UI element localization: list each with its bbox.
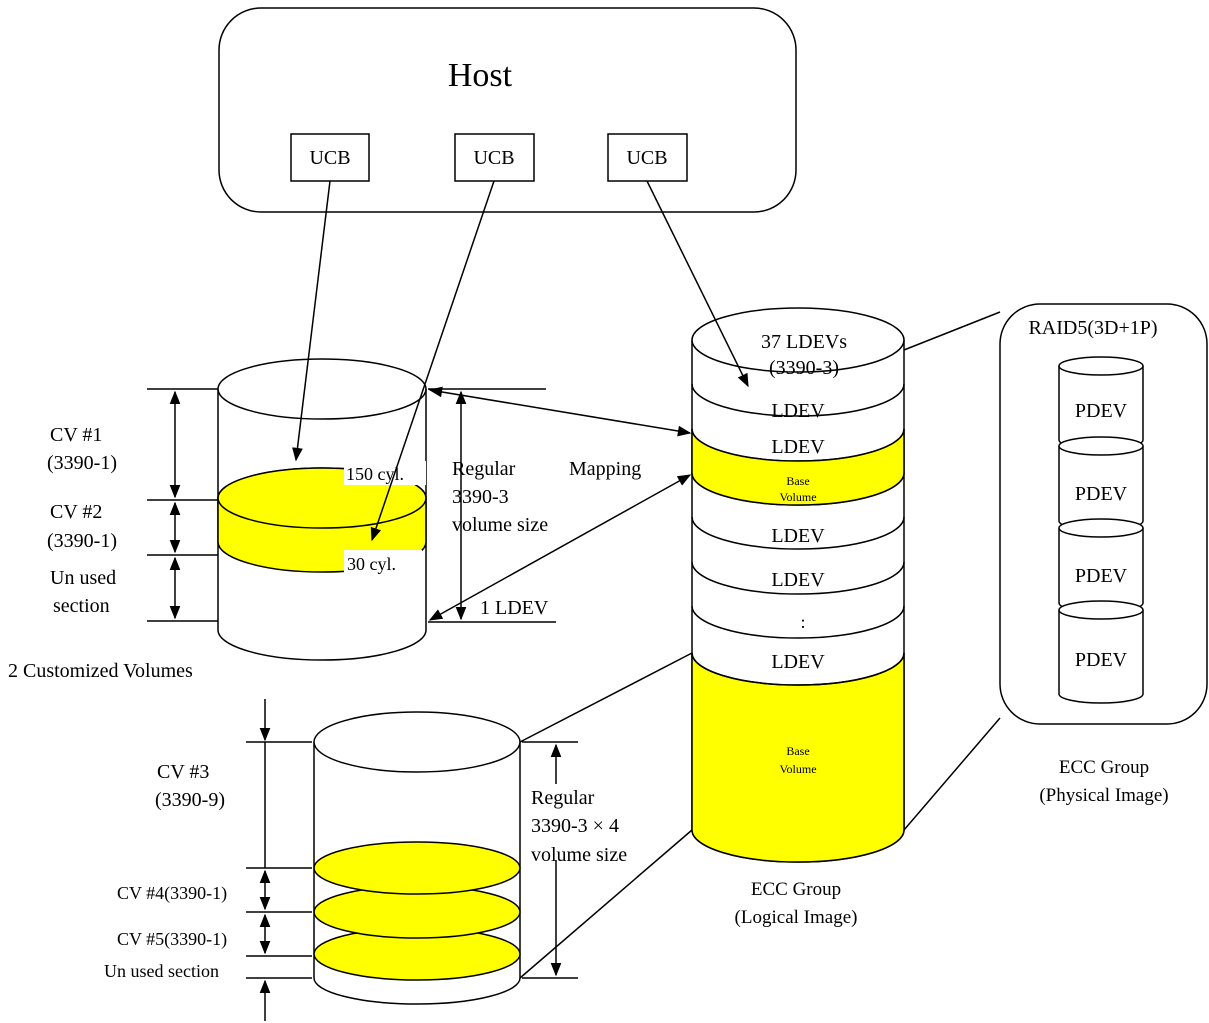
raid-label: RAID5(3D+1P) bbox=[1028, 317, 1157, 339]
ucb-label-3: UCB bbox=[626, 147, 667, 169]
label-150-cyl: 150 cyl. bbox=[346, 464, 404, 484]
label-one-ldev: 1 LDEV bbox=[480, 597, 549, 619]
label-regular-1: Regular bbox=[452, 458, 516, 480]
label-unused-2: section bbox=[53, 595, 110, 617]
label-customized-volumes: 2 Customized Volumes bbox=[8, 660, 193, 682]
pdev-label-1: PDEV bbox=[1075, 400, 1128, 422]
label-regular-3: volume size bbox=[452, 514, 548, 536]
ecc-ldev-5: LDEV bbox=[771, 651, 825, 673]
label-regular-2: 3390-3 bbox=[452, 486, 509, 508]
label-bottom-regular-3: volume size bbox=[531, 844, 627, 866]
label-bottom-unused: Un used section bbox=[104, 961, 219, 981]
ucb-box-1: UCB bbox=[290, 133, 370, 182]
connector-lines bbox=[292, 180, 1001, 979]
top-cylinder: 150 cyl. 30 cyl. bbox=[217, 358, 427, 661]
ecc-base-large-2: Volume bbox=[779, 762, 816, 776]
host-label: Host bbox=[448, 57, 513, 94]
label-cv3-type: (3390-9) bbox=[155, 789, 225, 811]
ecc-ldev-4: LDEV bbox=[771, 569, 825, 591]
label-cv1: CV #1 bbox=[50, 424, 102, 446]
pdev-label-4: PDEV bbox=[1075, 649, 1128, 671]
ecc-ldev-3: LDEV bbox=[771, 525, 825, 547]
ucb-box-2: UCB bbox=[454, 133, 535, 182]
ucb-label-2: UCB bbox=[473, 147, 514, 169]
host-box: Host UCB UCB UCB bbox=[218, 7, 797, 213]
ecc-logical-cylinder bbox=[691, 307, 905, 863]
ecc-ldev-2: LDEV bbox=[771, 436, 825, 458]
label-unused-1: Un used bbox=[50, 567, 116, 589]
ecc-top-label-2: (3390-3) bbox=[769, 357, 839, 379]
pdev-disk-4 bbox=[1058, 600, 1144, 704]
ecc-base-small-1: Base bbox=[786, 474, 809, 488]
label-cv2: CV #2 bbox=[50, 501, 102, 523]
label-cv5: CV #5(3390-1) bbox=[117, 929, 227, 950]
label-cv3: CV #3 bbox=[157, 761, 209, 783]
ecc-logical-caption-1: ECC Group bbox=[751, 879, 841, 900]
pdev-label-2: PDEV bbox=[1075, 483, 1128, 505]
ecc-top-label-1: 37 LDEVs bbox=[761, 331, 847, 353]
ecc-base-large-1: Base bbox=[786, 744, 809, 758]
label-30-cyl: 30 cyl. bbox=[347, 554, 396, 574]
ecc-logical-caption-2: (Logical Image) bbox=[735, 907, 858, 928]
raid-box: RAID5(3D+1P) PDEV PDEV PDEV PDEV bbox=[999, 303, 1208, 725]
top-cylinder-left-dimensions bbox=[147, 388, 218, 622]
label-mapping: Mapping bbox=[569, 458, 641, 480]
pdev-stack bbox=[1058, 356, 1144, 704]
bottom-cylinder bbox=[313, 711, 521, 1005]
label-cv1-type: (3390-1) bbox=[47, 452, 117, 474]
ucb-label-1: UCB bbox=[309, 147, 350, 169]
ecc-ldev-1: LDEV bbox=[771, 400, 825, 422]
label-cv4: CV #4(3390-1) bbox=[117, 883, 227, 904]
ecc-base-small-2: Volume bbox=[779, 490, 816, 504]
ucb-box-3: UCB bbox=[607, 133, 688, 182]
label-cv2-type: (3390-1) bbox=[47, 530, 117, 552]
label-bottom-regular-1: Regular bbox=[531, 787, 595, 809]
bottom-cylinder-right-dimension bbox=[522, 741, 578, 979]
ecc-physical-caption-2: (Physical Image) bbox=[1039, 785, 1168, 806]
ecc-dots: : bbox=[800, 612, 805, 632]
pdev-disk-1 bbox=[1058, 356, 1144, 450]
bottom-cylinder-left-dimensions bbox=[246, 699, 312, 1021]
ecc-physical-caption-1: ECC Group bbox=[1059, 757, 1149, 778]
label-bottom-regular-2: 3390-3 × 4 bbox=[531, 815, 619, 837]
pdev-label-3: PDEV bbox=[1075, 565, 1128, 587]
